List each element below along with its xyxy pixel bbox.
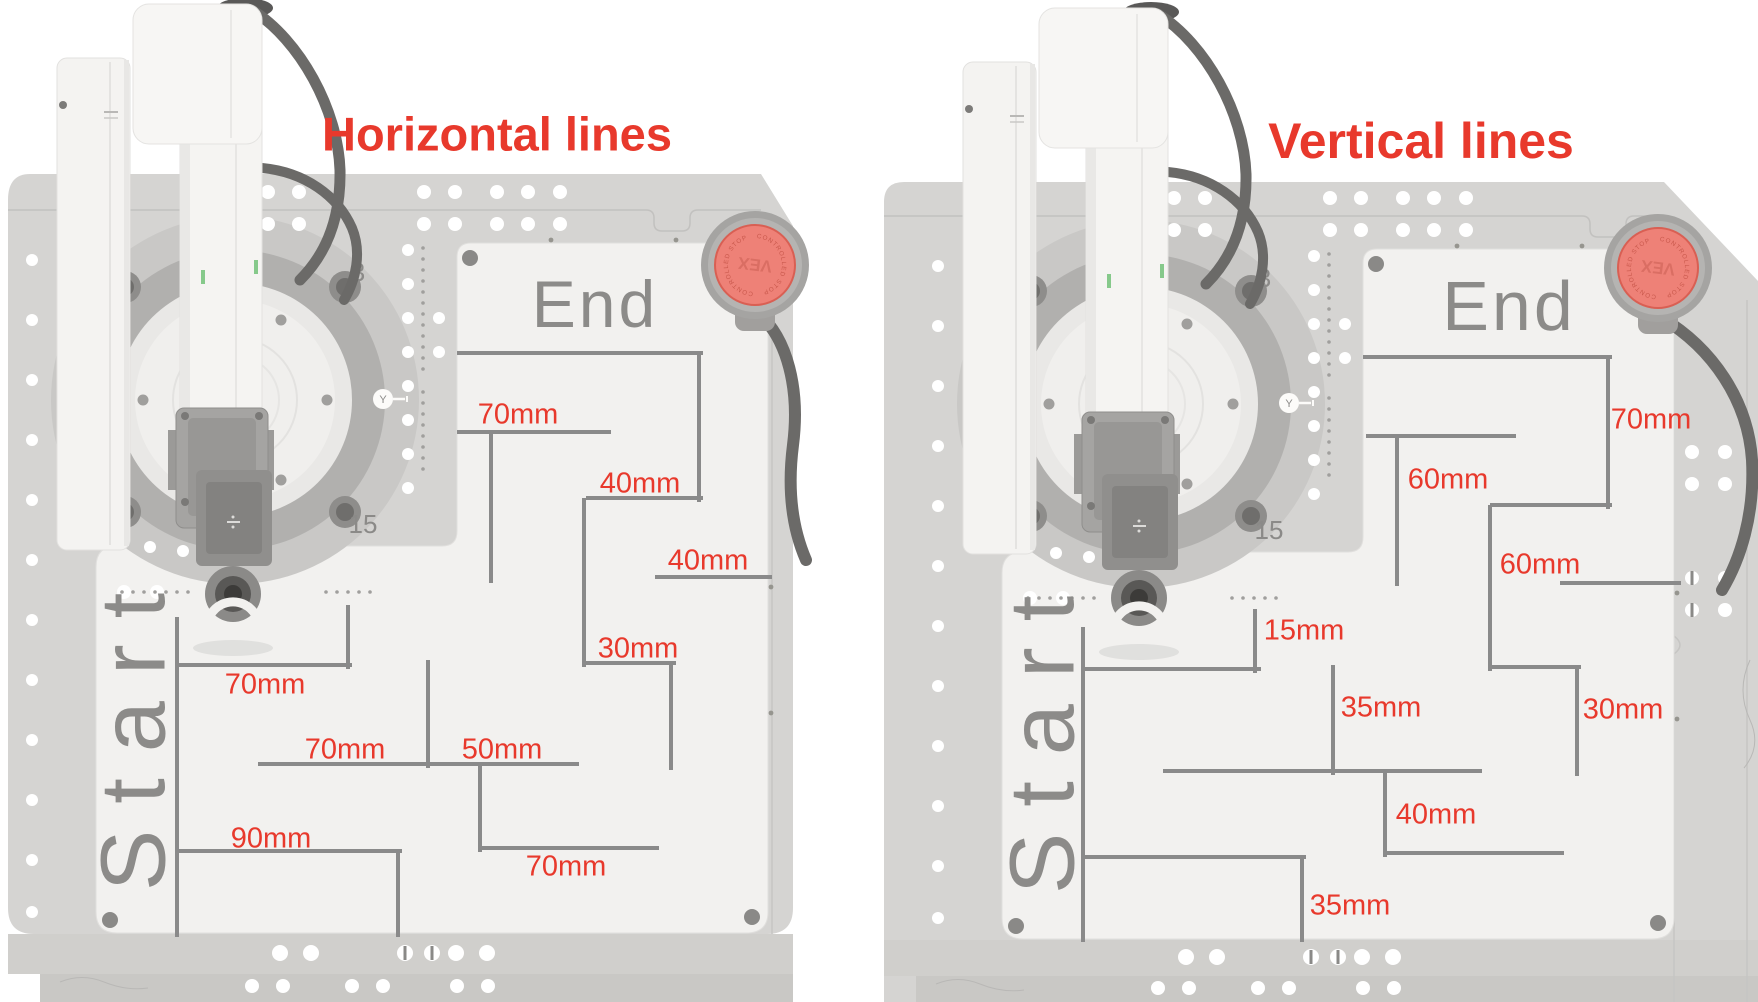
estop-cable <box>1656 312 1758 596</box>
svg-text:15: 15 <box>1255 515 1284 545</box>
engraved-dotted-lines <box>1026 252 1331 600</box>
paper-screws <box>102 250 760 928</box>
paper-screws <box>1008 256 1666 934</box>
estop-cable <box>751 306 812 566</box>
left-baseplate: 3 13 15 <box>8 0 812 1002</box>
svg-text:15: 15 <box>349 509 378 539</box>
right-baseplate: 3 13 15 <box>884 2 1758 1002</box>
engraved-dotted-lines <box>120 246 425 594</box>
